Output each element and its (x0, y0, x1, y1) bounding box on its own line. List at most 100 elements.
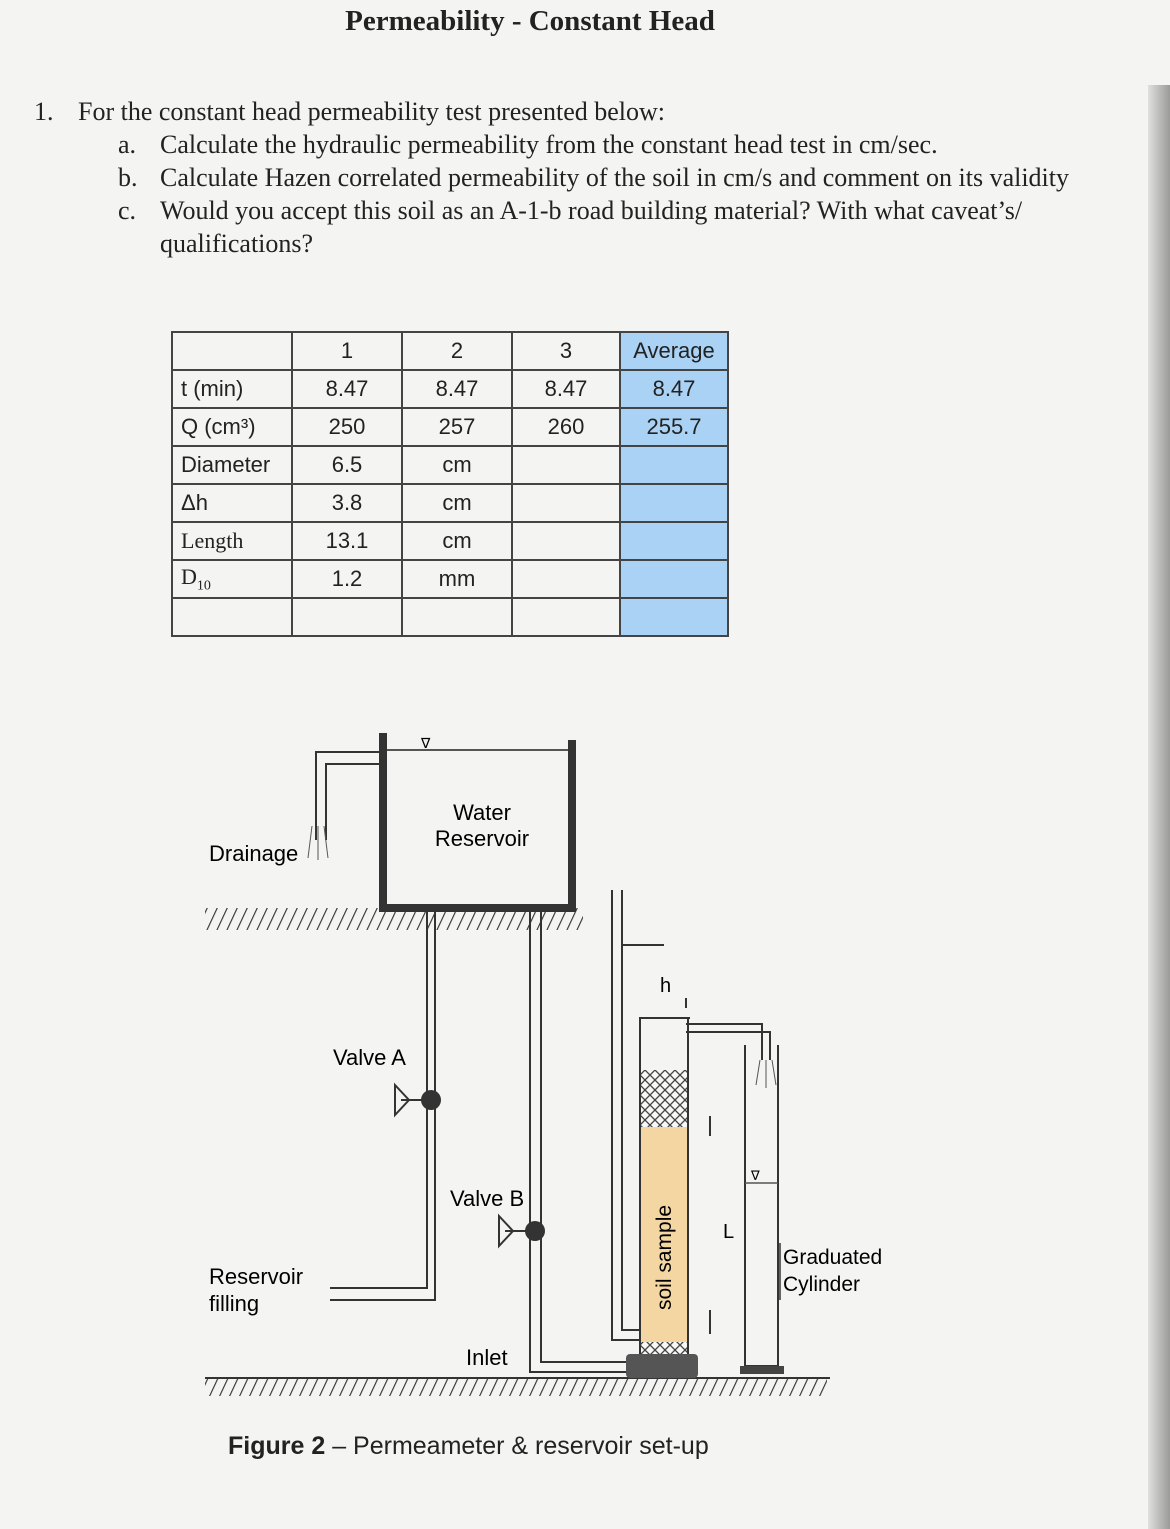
table-header-cell: 2 (401, 331, 513, 371)
graduated-cylinder-label-1: Graduated (783, 1246, 882, 1269)
table-cell (511, 597, 621, 637)
table-row: t (min) 8.47 8.47 8.47 8.47 (171, 369, 729, 409)
table-row: Q (cm³) 250 257 260 255.7 (171, 407, 729, 447)
water-reservoir-tank (379, 733, 576, 912)
table-average-cell (619, 559, 729, 599)
valve-a-icon (394, 1082, 441, 1118)
drainage-flow-icon (307, 825, 329, 860)
floor-hatch-lower (205, 1378, 827, 1396)
question-number: 1. (34, 97, 54, 126)
inlet-pipe (529, 912, 628, 1373)
table-cell (511, 559, 621, 599)
permeameter-base (626, 1354, 698, 1378)
table-cell (511, 521, 621, 561)
drainage-label: Drainage (209, 841, 298, 866)
soil-sample-body (641, 1127, 687, 1342)
outflow-pipe (686, 1023, 771, 1060)
question-text: Calculate Hazen correlated permeability … (160, 163, 1069, 192)
table-header-cell: 3 (511, 331, 621, 371)
table-average-cell (619, 597, 729, 637)
water-reservoir-label-2: Reservoir (435, 826, 529, 851)
table-row-label: D10 (171, 559, 293, 599)
standpipe (611, 890, 640, 1341)
reservoir-filling-label-1: Reservoir (209, 1264, 303, 1289)
floor-hatch-upper (205, 908, 583, 930)
tank-floor (379, 904, 576, 912)
table-header-cell: 1 (291, 331, 403, 371)
table-row-label: t (min) (171, 369, 293, 409)
table-row-label: Q (cm³) (171, 407, 293, 447)
question-block: 1. For the constant head permeability te… (34, 95, 1140, 260)
figure-caption-text: – Permeameter & reservoir set-up (325, 1432, 709, 1460)
table-row: D10 1.2 mm (171, 559, 729, 599)
cylinder-base (740, 1366, 784, 1374)
table-cell (401, 597, 513, 637)
table-cell: 8.47 (401, 369, 513, 409)
water-level-marker-icon: ∇ (420, 735, 431, 751)
water-reservoir-label-1: Water (453, 800, 511, 825)
tank-right-wall (568, 740, 576, 911)
table-row-label: Δh (171, 483, 293, 523)
table-header-row: 1 2 3 Average (171, 331, 729, 371)
valve-b-label: Valve B (450, 1186, 524, 1211)
table-row: Δh 3.8 cm (171, 483, 729, 523)
table-cell: 8.47 (291, 369, 403, 409)
table-cell: cm (401, 483, 513, 523)
table-cell (511, 483, 621, 523)
cylinder-level-marker-icon: ∇ (750, 1168, 760, 1183)
table-cell: 6.5 (291, 445, 403, 485)
page-title: Permeability - Constant Head (345, 5, 715, 37)
table-header-cell (171, 331, 293, 371)
table-average-cell: 8.47 (619, 369, 729, 409)
table-row: Diameter 6.5 cm (171, 445, 729, 485)
table-row-label: Diameter (171, 445, 293, 485)
valve-b-icon (498, 1213, 545, 1249)
data-table: 1 2 3 Average t (min) 8.47 8.47 8.47 8.4… (171, 331, 729, 637)
table-cell (511, 445, 621, 485)
permeameter-diagram: ∇ Water Reservoir Drainage Valve A Reser… (205, 733, 882, 1396)
drainage-pipe (315, 751, 382, 840)
graduated-cylinder-label-2: Cylinder (783, 1273, 860, 1296)
reservoir-filling-pipe (330, 912, 436, 1301)
reservoir-filling-label-2: filling (209, 1291, 259, 1316)
table-cell: 260 (511, 407, 621, 447)
question-letter: b. (118, 163, 138, 192)
h-label: h (660, 975, 671, 997)
table-header-average: Average (619, 331, 729, 371)
table-cell: 257 (401, 407, 513, 447)
table-cell: cm (401, 445, 513, 485)
question-item-a: a. Calculate the hydraulic permeability … (118, 128, 1140, 161)
question-letter: c. (118, 196, 137, 225)
table-average-cell (619, 445, 729, 485)
table-cell: 13.1 (291, 521, 403, 561)
table-row (171, 597, 729, 637)
top-gravel-layer (641, 1070, 687, 1127)
table-row-label (171, 597, 293, 637)
table-average-cell: 255.7 (619, 407, 729, 447)
question-intro: 1. For the constant head permeability te… (34, 95, 1140, 128)
permeameter-cell (626, 1017, 698, 1378)
table-average-cell (619, 483, 729, 523)
figure-caption-number: Figure 2 (228, 1432, 326, 1460)
table-cell: 250 (291, 407, 403, 447)
outflow-drip-icon (755, 1059, 777, 1088)
bottom-gravel-layer (641, 1342, 687, 1354)
table-cell: 1.2 (291, 559, 403, 599)
question-text: Would you accept this soil as an A-1-b r… (160, 196, 1023, 258)
inlet-label: Inlet (466, 1345, 508, 1370)
page-edge-shadow (1148, 85, 1170, 1529)
question-item-b: b. Calculate Hazen correlated permeabili… (118, 161, 1140, 194)
question-letter: a. (118, 130, 137, 159)
table-cell: 3.8 (291, 483, 403, 523)
question-text: Calculate the hydraulic permeability fro… (160, 130, 938, 159)
table-cell: mm (401, 559, 513, 599)
table-row-label: Length (171, 521, 293, 561)
table-cell (291, 597, 403, 637)
table-average-cell (619, 521, 729, 561)
table-row: Length 13.1 cm (171, 521, 729, 561)
l-label: L (723, 1221, 734, 1243)
valve-a-label: Valve A (333, 1045, 406, 1070)
figure-caption: Figure 2 – Permeameter & reservoir set-u… (228, 1432, 709, 1461)
question-item-c: c. Would you accept this soil as an A-1-… (118, 194, 1140, 260)
tank-left-wall (379, 733, 387, 911)
